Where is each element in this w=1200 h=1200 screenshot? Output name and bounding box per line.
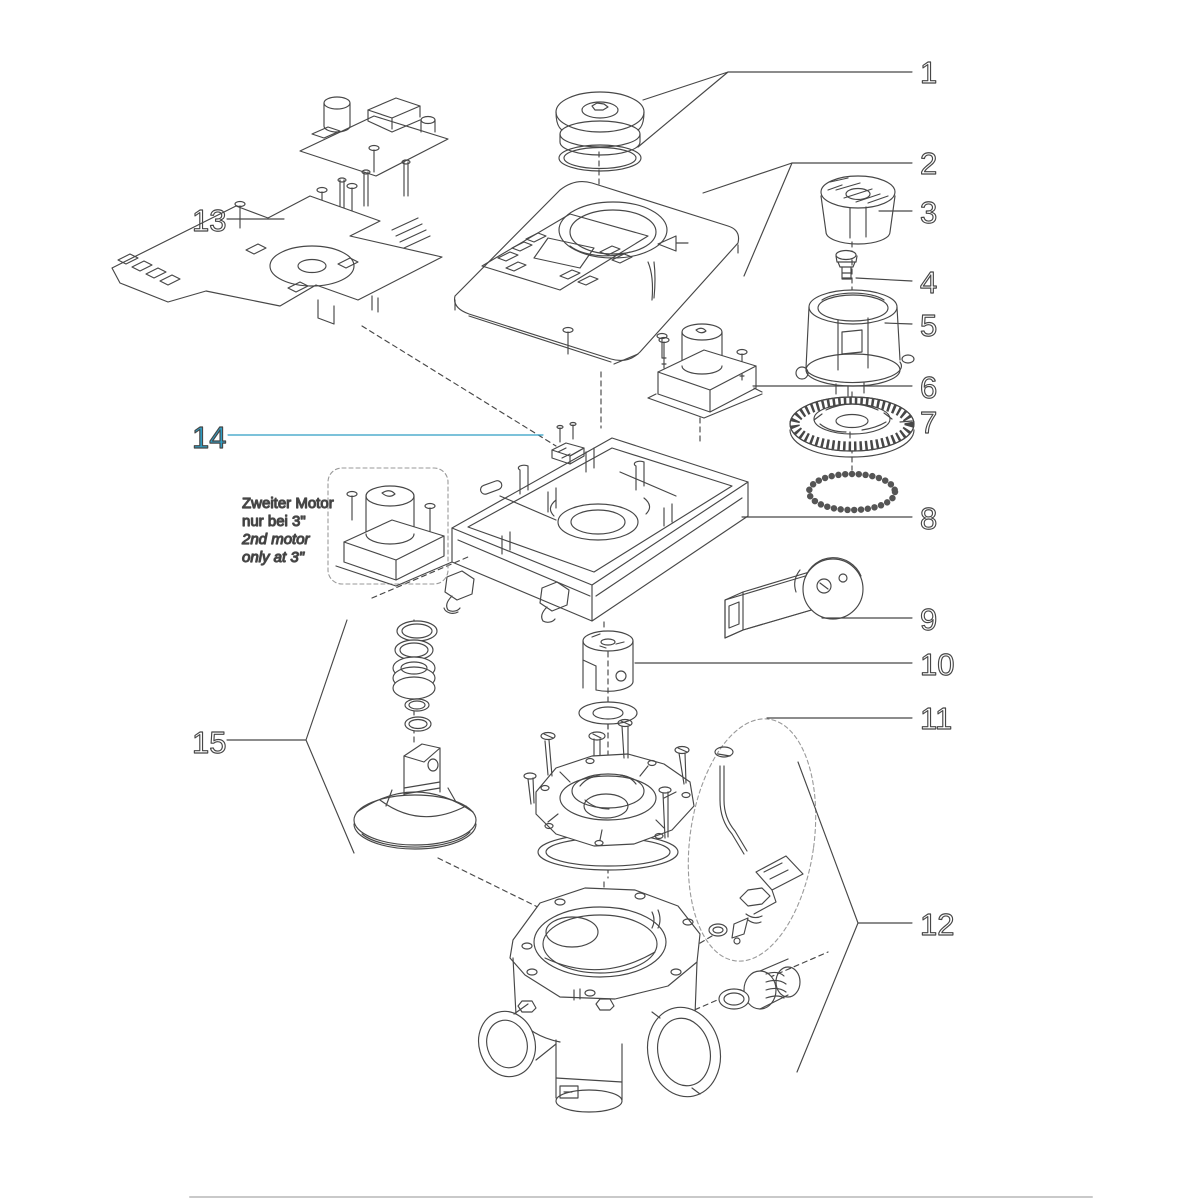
label-13: 13 bbox=[192, 203, 226, 238]
note-line-2: nur bei 3" bbox=[242, 513, 306, 530]
label-11: 11 bbox=[920, 701, 952, 736]
label-15: 15 bbox=[192, 725, 226, 760]
part-5-cam-drum bbox=[795, 289, 915, 397]
part-6-drive-motor bbox=[647, 323, 763, 419]
note-line-3: 2nd motor bbox=[241, 531, 311, 548]
part-3-cap bbox=[820, 175, 896, 245]
part-12-plug bbox=[743, 958, 801, 1010]
label-12: 12 bbox=[920, 907, 954, 942]
bonnet-flange bbox=[523, 718, 695, 871]
part-15-diverter-disc bbox=[353, 787, 477, 850]
label-14: 14 bbox=[192, 420, 226, 455]
part-7-gear-wheel bbox=[789, 396, 915, 458]
part-12-valve-body bbox=[478, 887, 722, 1113]
part-4-hex-screw bbox=[835, 249, 858, 280]
part-9-handle bbox=[724, 557, 864, 639]
label-8: 8 bbox=[920, 501, 937, 536]
label-3: 3 bbox=[920, 195, 937, 230]
label-2: 2 bbox=[920, 146, 937, 181]
part-12-o-ring bbox=[718, 988, 750, 1010]
label-10: 10 bbox=[920, 647, 954, 682]
label-9: 9 bbox=[920, 602, 937, 637]
second-motor-option bbox=[327, 467, 453, 587]
part-8-housing-base bbox=[443, 437, 749, 623]
bearing-ball-ring bbox=[805, 470, 899, 514]
note-line-1: Zweiter Motor bbox=[242, 495, 334, 512]
part-13-control-board bbox=[111, 96, 449, 325]
second-motor-note: Zweiter Motor nur bei 3" 2nd motor only … bbox=[240, 494, 334, 566]
part-2-housing-cover bbox=[453, 180, 740, 365]
label-4: 4 bbox=[920, 265, 937, 300]
part-1-knob bbox=[555, 91, 645, 172]
note-line-4: only at 3" bbox=[242, 549, 305, 566]
label-7: 7 bbox=[920, 405, 937, 440]
label-1: 1 bbox=[920, 55, 937, 90]
washer bbox=[578, 701, 638, 725]
leader-lines bbox=[226, 71, 913, 1073]
screw bbox=[588, 731, 606, 772]
part-11-sensor-assembly bbox=[687, 718, 817, 962]
label-6: 6 bbox=[920, 370, 937, 405]
part-number-labels: 1 2 3 4 5 6 7 8 9 10 11 12 13 14 15 bbox=[191, 54, 955, 942]
label-5: 5 bbox=[920, 308, 937, 343]
part-10-cam-coupling bbox=[582, 630, 634, 692]
part-14-clamp bbox=[551, 421, 585, 465]
part-15-seal-stack bbox=[392, 620, 438, 732]
